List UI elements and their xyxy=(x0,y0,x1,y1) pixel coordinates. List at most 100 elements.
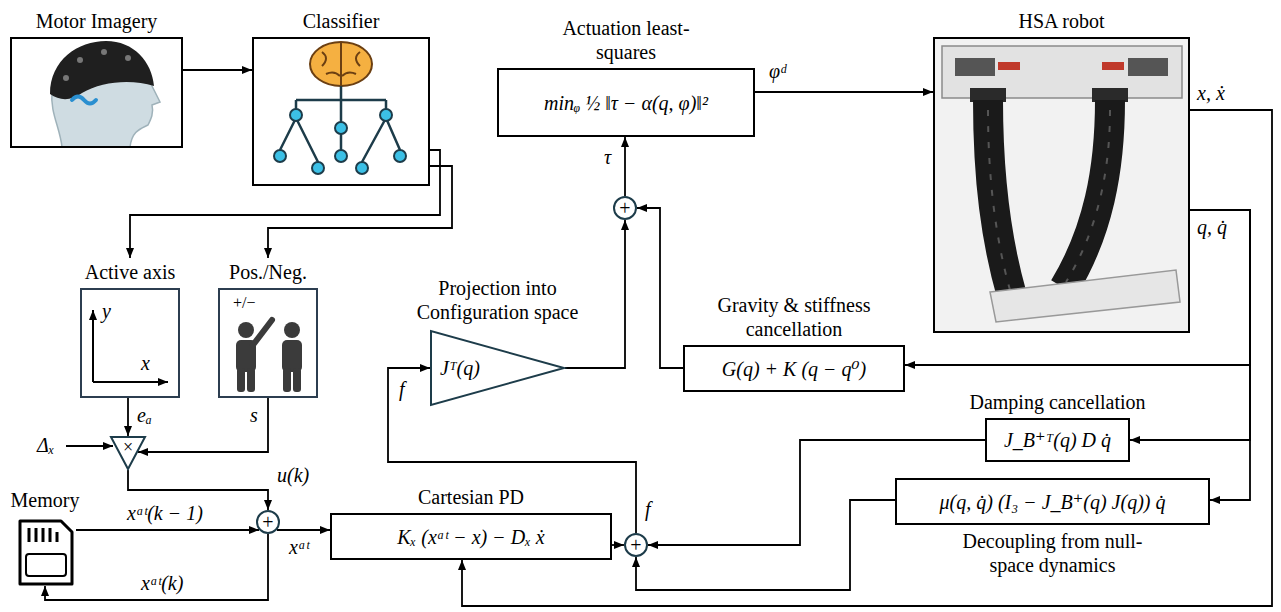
edge-label: τ xyxy=(603,146,612,168)
node-heading: Projection into Configuration space xyxy=(398,276,598,324)
signal-connector xyxy=(45,534,268,600)
circle-outline xyxy=(614,197,636,219)
signal-connector xyxy=(905,210,1250,365)
signal-connector xyxy=(277,529,330,531)
axis-icon-part xyxy=(92,310,94,382)
signal-connector xyxy=(388,368,636,533)
signal-connector xyxy=(462,110,1272,606)
hsa-robot-photo xyxy=(935,39,1188,331)
sum-junction: + xyxy=(256,510,280,534)
node-formula: × xyxy=(123,435,133,459)
node-formula: Jᵀ(q) xyxy=(440,356,480,380)
sd-card-icon-part xyxy=(26,554,66,576)
node-heading: Actuation least-squares xyxy=(551,16,701,64)
signal-label: x, ẋ xyxy=(1196,82,1226,104)
node-formula: Kₓ (xᵃᵗ − x) − Dₓ ẋ xyxy=(397,525,544,549)
edge-label: φᵈ xyxy=(768,60,787,82)
node-heading: Cartesian PD xyxy=(418,485,524,509)
hsa-robot-photo-part xyxy=(1066,110,1110,282)
people-icon-part xyxy=(238,322,254,338)
people-icon-part xyxy=(293,368,301,392)
signal-connector xyxy=(637,208,683,368)
compensation-box: Damping cancellationJ_B⁺ᵀ(q) D q̇ xyxy=(985,418,1130,462)
classifier-tree-illustration-part xyxy=(322,43,360,85)
gain-triangle: Projection into Configuration spaceJᵀ(q) xyxy=(430,330,565,406)
classifier-tree-illustration-part xyxy=(290,109,302,121)
node-heading: HSA robot xyxy=(1018,9,1104,33)
edge-label: xᵃᵗ xyxy=(288,536,310,558)
signal-label: q, q̇ xyxy=(1196,216,1228,238)
people-icon xyxy=(236,320,302,392)
edge-label: eₐ xyxy=(136,404,153,426)
sum-junction: + xyxy=(613,196,637,220)
multiplier-triangle: × xyxy=(110,436,146,470)
signal-connector xyxy=(636,500,895,590)
signal-connector xyxy=(565,220,625,368)
signal-connector xyxy=(127,398,129,436)
sd-card-icon-part xyxy=(29,528,57,542)
node-heading: Damping cancellation xyxy=(969,390,1145,414)
optimizer-box: Actuation least-squaresminᵩ ½ ‖τ − α(q, … xyxy=(497,68,755,137)
people-icon-part xyxy=(282,340,302,372)
edge-label: xᵃᵗ(k − 1) xyxy=(126,502,204,524)
hsa-robot-photo-part xyxy=(1092,88,1128,102)
signal-connector xyxy=(648,440,985,545)
hsa-robot-photo-part xyxy=(988,110,1010,290)
eeg-head-illustration-part xyxy=(77,57,83,63)
compensation-box: μ(q, q̇) (I₃ − J_B⁺(q) J(q)) q̇Decouplin… xyxy=(895,478,1210,525)
node-heading: Memory xyxy=(11,488,80,512)
people-icon-part xyxy=(253,320,272,345)
signal-connector xyxy=(130,150,440,258)
node-heading: Pos./Neg. xyxy=(229,260,307,284)
node-heading: Active axis xyxy=(85,260,176,284)
axis-box: Active axis xyxy=(80,288,180,398)
node-heading: Motor Imagery xyxy=(36,9,158,33)
hsa-robot-photo-part xyxy=(1128,58,1168,76)
memory-block: Memory xyxy=(14,518,76,586)
edge-label: f xyxy=(398,378,406,400)
classifier-box: Classifier xyxy=(252,37,430,186)
triangle-outline xyxy=(431,331,564,405)
hsa-robot-photo-part xyxy=(970,88,1006,102)
edge-label: s xyxy=(249,404,259,426)
people-icon-part xyxy=(247,368,255,392)
eeg-head-illustration-part xyxy=(50,41,154,99)
signal-label: Δₓ xyxy=(36,434,55,456)
classifier-tree-illustration-part xyxy=(335,122,347,134)
node-heading: Decoupling from null-space dynamics xyxy=(958,529,1148,577)
people-icon-part xyxy=(283,368,291,392)
signal-connector xyxy=(268,166,452,258)
node-heading: Gravity & stiffness cancellation xyxy=(699,293,889,341)
hsa-robot-photo-part xyxy=(990,270,1180,322)
node-formula: G(q) + K (q − q⁰) xyxy=(722,357,866,381)
people-icon-part xyxy=(284,322,300,338)
controller-box: Cartesian PDKₓ (xᵃᵗ − x) − Dₓ ẋ xyxy=(330,513,612,560)
axis-icon-part xyxy=(93,381,168,383)
signal-connector xyxy=(138,398,268,452)
sd-card-icon-part xyxy=(20,521,72,584)
signal-connector xyxy=(1190,210,1250,500)
edge-label: xᵃᵗ(k) xyxy=(140,572,184,594)
sum-junction: + xyxy=(624,533,648,557)
classifier-tree-illustration-part xyxy=(310,42,372,86)
delta-input-wire-part xyxy=(66,445,113,447)
node-formula: + xyxy=(619,196,630,220)
signal-connector xyxy=(612,544,624,546)
eeg-head-illustration-part xyxy=(101,49,107,55)
eeg-head-illustration-part xyxy=(125,55,131,61)
classifier-tree-illustration-part xyxy=(335,150,347,162)
signal-connector xyxy=(76,529,259,531)
node-formula: μ(q, q̇) (I₃ − J_B⁺(q) J(q)) q̇ xyxy=(940,490,1166,514)
signal-label: x xyxy=(140,352,151,374)
node-formula: + xyxy=(630,533,641,557)
input-box: Motor Imagery xyxy=(10,37,183,148)
edge-label: u(k) xyxy=(276,464,310,486)
hsa-robot-photo-part xyxy=(998,62,1020,70)
eeg-head-illustration-part xyxy=(72,97,96,104)
classifier-tree-illustration xyxy=(274,42,406,174)
hsa-robot-photo-part xyxy=(955,58,995,76)
signal-label: +/− xyxy=(232,292,257,314)
node-formula: + xyxy=(262,510,273,534)
classifier-tree-illustration-part xyxy=(312,162,324,174)
